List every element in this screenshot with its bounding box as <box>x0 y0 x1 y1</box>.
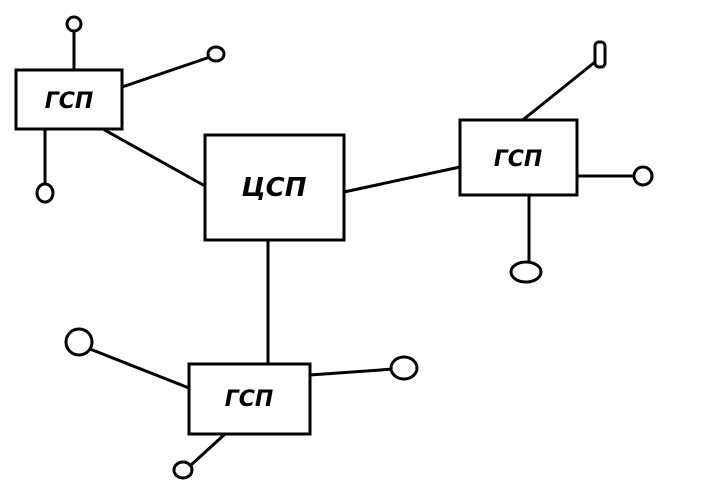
terminal-node <box>35 182 55 204</box>
terminal-node <box>64 327 94 357</box>
terminal-node <box>389 355 419 381</box>
center-box: ЦСП <box>203 133 346 242</box>
terminal-node <box>65 15 83 33</box>
group-box-label: ГСП <box>225 387 274 412</box>
link-bottom-to-terminal-left <box>88 347 191 390</box>
link-center-to-group-right <box>342 165 462 194</box>
link-bottom-to-terminal-bottom-left <box>189 432 227 467</box>
link-top-left-to-terminal-right <box>120 55 212 89</box>
group-box-bottom: ГСП <box>187 362 312 436</box>
group-box-top-left: ГСП <box>14 68 124 131</box>
group-box-label: ГСП <box>45 89 94 114</box>
terminal-node <box>206 45 226 63</box>
terminal-node <box>593 40 607 69</box>
terminal-node <box>632 165 654 187</box>
terminal-node <box>172 460 194 480</box>
link-bottom-to-terminal-right <box>308 367 396 377</box>
group-box-label: ГСП <box>494 147 543 172</box>
link-right-to-terminal-top <box>522 60 597 121</box>
group-box-right: ГСП <box>458 118 579 197</box>
center-box-label: ЦСП <box>242 173 307 203</box>
terminal-node <box>509 260 543 284</box>
link-center-to-group-top-left <box>99 126 207 188</box>
